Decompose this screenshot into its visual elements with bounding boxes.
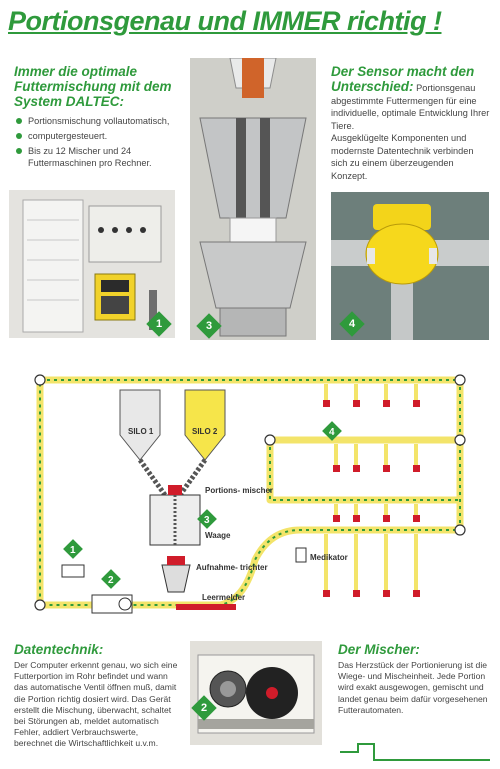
mixer-interior-illustration [190,641,322,745]
feature-item: Bis zu 12 Mischer und 24 Futtermaschinen… [14,145,174,169]
page-title: Portionsgenau und IMMER richtig ! [8,6,442,36]
portionsmischer-label: Portions- mischer [205,486,273,495]
feature-item: Portionsmischung vollautomatisch, [14,115,174,127]
section-datentechnik-heading: Datentechnik: [14,642,104,657]
diagram-badge-2: 2 [101,569,121,589]
sensor-photo: 4 [331,192,489,340]
medikator-label: Medikator [310,553,348,562]
diagram-badge-4: 4 [322,421,342,441]
mixer-machine-illustration [190,58,316,340]
mixer-interior-photo: 2 [190,641,322,745]
diagram-badge-1: 1 [63,539,83,559]
silo-2-label: SILO 2 [192,427,218,436]
svg-text:4: 4 [329,427,335,438]
control-cabinet-photo: 1 [9,190,175,338]
svg-text:2: 2 [108,575,114,586]
section-sensor-body-2: Ausgeklügelte Komponenten und modernste … [331,133,474,181]
svg-text:3: 3 [204,515,210,526]
sensor-illustration [331,192,489,340]
section-datentechnik: Datentechnik: Der Computer erkennt genau… [14,642,178,750]
feature-list: Portionsmischung vollautomatisch, comput… [14,115,174,169]
section-mischer-heading: Der Mischer: [338,642,420,657]
section-sensor: Der Sensor macht den Unterschied: Portio… [331,64,491,182]
section-mischer: Der Mischer: Das Herzstück der Portionie… [338,642,493,716]
badge-2: 2 [191,695,217,721]
section-sensor-heading: Der Sensor macht den [331,64,475,79]
feature-item: computergesteuert. [14,130,174,142]
leermelder-label: Leermelder [202,593,245,602]
section-sensor-heading-inline: Unterschied: [331,79,414,94]
footer-decoration [340,743,490,761]
aufnahmetrichter-label: Aufnahme- trichter [196,563,268,572]
section-system-heading: Immer die optimale Futtermischung mit de… [14,64,172,109]
silo-1-shape [119,389,161,461]
section-sensor-body: Unterschied: Portionsgenau abgestimmte F… [331,79,490,131]
waage-label: Waage [205,531,231,540]
silo-2-shape [184,389,226,461]
svg-text:1: 1 [70,545,76,556]
section-datentechnik-body: Der Computer erkennt genau, wo sich eine… [14,660,178,749]
valve-row [323,384,420,597]
badge-3: 3 [196,313,222,339]
silo-1-label: SILO 1 [128,427,154,436]
mixer-machine-photo: 3 [190,58,316,340]
control-cabinet-illustration [9,190,175,338]
badge-4: 4 [339,311,365,337]
badge-1: 1 [146,311,172,337]
section-mischer-body: Das Herzstück der Portionierung ist die … [338,660,488,715]
feeding-system-diagram: SILO 1 SILO 2 Portions- mischer Waage Au… [34,374,466,614]
section-system: Immer die optimale Futtermischung mit de… [14,64,174,172]
